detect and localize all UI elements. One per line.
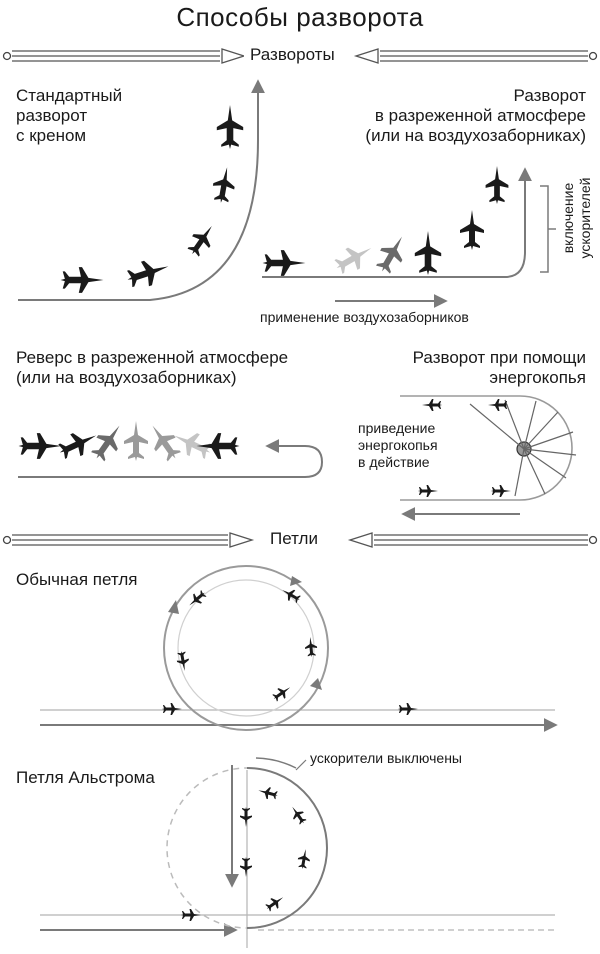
label-line: энергокопья — [489, 368, 586, 387]
standard-turn-figure — [18, 79, 265, 301]
label-line: Разворот — [513, 86, 586, 105]
ship-icon — [279, 584, 303, 606]
section-divider-loops — [2, 532, 598, 548]
ship-icon — [485, 166, 509, 204]
thin-atmo-turn-figure — [262, 166, 556, 308]
energy-turn-label: Разворот при помощи энергокопья — [346, 348, 586, 388]
ship-icon — [304, 636, 318, 658]
booster-label: включение ускорителей — [560, 163, 594, 273]
label-line: (или на воздухозаборниках) — [16, 368, 237, 387]
intake-label: применение воздухозаборников — [260, 309, 469, 325]
label-line: Реверс в разреженной атмосфере — [16, 348, 289, 367]
normal-loop-label: Обычная петля — [16, 570, 138, 589]
page-title: Способы разворота — [176, 2, 424, 32]
ship-icon — [240, 807, 252, 827]
ship-icon — [398, 703, 418, 715]
ship-icon — [60, 267, 104, 293]
ship-icon — [123, 254, 173, 292]
label-line: в разреженной атмосфере — [374, 106, 586, 125]
label-line: приведение — [358, 420, 436, 436]
label-line: включение — [560, 182, 576, 254]
alstrom-loop-figure — [40, 757, 555, 948]
ship-icon — [210, 165, 238, 205]
ship-icon — [240, 857, 252, 877]
label-line: в действие — [358, 454, 430, 470]
boosters-off-label: ускорители выключены — [310, 750, 462, 766]
ship-icon — [330, 237, 378, 279]
reverse-label: Реверс в разреженной атмосфере (или на в… — [16, 348, 288, 388]
label-line: (или на воздухозаборниках) — [365, 126, 586, 145]
ship-icon — [168, 424, 216, 464]
section-divider-turns — [2, 48, 598, 64]
thin-atmo-turn-label: Разворот в разреженной атмосфере (или на… — [286, 86, 586, 146]
ship-icon — [414, 231, 442, 275]
ship-icon — [491, 485, 511, 497]
ship-icon — [256, 784, 280, 802]
energy-activation-label: приведение энергокопья в действие — [358, 420, 438, 471]
normal-loop-figure — [40, 565, 558, 732]
label-line: Разворот при помощи — [412, 348, 586, 367]
ship-icon — [185, 587, 209, 611]
ship-icon — [175, 650, 191, 672]
section-label-turns: Развороты — [244, 45, 341, 65]
label-line: ускорителей — [577, 177, 593, 259]
label-line: с креном — [16, 126, 87, 145]
ship-icon — [460, 210, 484, 250]
label-line: энергокопья — [358, 437, 438, 453]
ship-icon — [418, 485, 438, 497]
label-line: Стандартный — [16, 86, 123, 105]
ship-icon — [142, 418, 186, 466]
ship-icon — [287, 803, 309, 827]
alstrom-loop-label: Петля Альстрома — [16, 768, 155, 787]
ship-icon — [263, 892, 287, 914]
ship-icon — [18, 433, 62, 459]
ship-icon — [86, 418, 130, 466]
ship-icon — [183, 220, 221, 260]
ship-icon — [296, 848, 312, 870]
ship-icon — [371, 230, 413, 278]
ship-icon — [216, 105, 244, 149]
section-label-loops: Петли — [264, 529, 324, 549]
ship-icon — [422, 399, 442, 411]
ship-icon — [262, 250, 306, 276]
standard-turn-label: Стандартный разворот с креном — [16, 86, 122, 146]
ship-icon — [54, 424, 102, 464]
ship-icon — [124, 421, 148, 461]
label-line: разворот — [16, 106, 88, 125]
energy-turn-figure — [400, 395, 577, 521]
reverse-figure — [18, 418, 324, 478]
ship-icon — [162, 703, 182, 715]
